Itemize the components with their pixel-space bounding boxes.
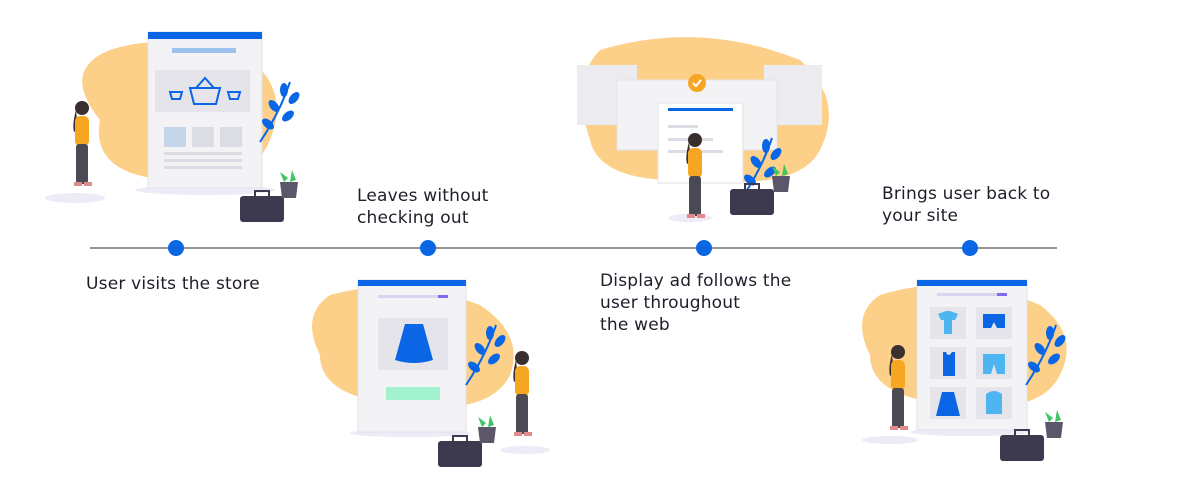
browser-window-catalog bbox=[916, 279, 1028, 431]
step-label-leaves: Leaves without checking out bbox=[357, 185, 489, 229]
scene-brings-user-back bbox=[862, 279, 1069, 462]
hoodie-icon bbox=[986, 391, 1002, 414]
step-label-brings-back: Brings user back to your site bbox=[882, 183, 1050, 227]
step-label-display-ad: Display ad follows the user throughout t… bbox=[600, 270, 791, 336]
briefcase-icon bbox=[437, 435, 483, 468]
step-label-line: User visits the store bbox=[86, 274, 260, 294]
step-label-line: Brings user back to bbox=[882, 184, 1051, 204]
skirt-icon bbox=[395, 324, 433, 363]
tanktop-icon bbox=[943, 352, 955, 376]
shorts-icon bbox=[983, 314, 1005, 328]
browser-window-store bbox=[147, 31, 263, 189]
timeline-dot-2 bbox=[420, 240, 436, 256]
potted-plant-icon bbox=[1045, 410, 1063, 438]
scene-leaves-without-checkout bbox=[312, 279, 550, 468]
step-label-line: your site bbox=[882, 206, 959, 226]
potted-plant-icon bbox=[280, 170, 298, 198]
woman-figure bbox=[73, 101, 92, 186]
step-label-line: checking out bbox=[357, 208, 469, 228]
potted-plant-icon bbox=[478, 415, 496, 443]
skirt-icon bbox=[936, 392, 960, 416]
woman-figure bbox=[513, 351, 532, 436]
shopping-basket-icon bbox=[168, 76, 242, 105]
shorts-icon bbox=[983, 354, 1005, 374]
step-label-line: user throughout bbox=[600, 293, 741, 313]
tshirt-icon bbox=[938, 311, 958, 334]
scene-user-visits-store bbox=[45, 31, 303, 223]
timeline-dot-4 bbox=[962, 240, 978, 256]
step-label-user-visits: User visits the store bbox=[86, 273, 260, 295]
briefcase-icon bbox=[239, 190, 285, 223]
step-label-line: the web bbox=[600, 315, 670, 335]
step-label-line: Leaves without bbox=[357, 186, 489, 206]
timeline-dot-1 bbox=[168, 240, 184, 256]
step-label-line: Display ad follows the bbox=[600, 271, 792, 291]
browser-window-product bbox=[357, 279, 467, 433]
briefcase-icon bbox=[729, 183, 775, 216]
check-icon bbox=[688, 74, 706, 92]
scene-display-ad bbox=[577, 37, 829, 222]
timeline-dot-3 bbox=[696, 240, 712, 256]
